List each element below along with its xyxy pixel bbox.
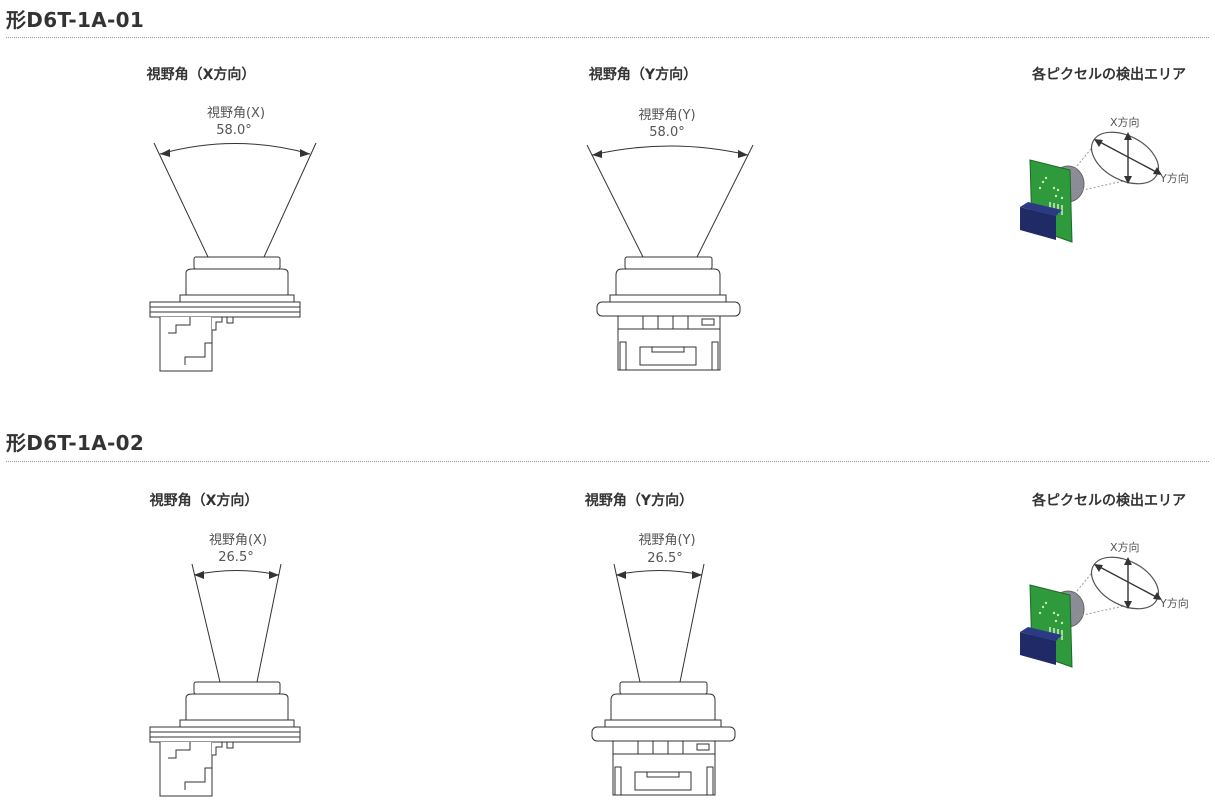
area-y-direction-label: Y方向 (1159, 171, 1189, 185)
y-angle-label: 視野角(Y) (638, 108, 695, 123)
x-direction-caption: 視野角（X方向） (149, 493, 259, 509)
x-direction-caption: 視野角（X方向） (146, 67, 256, 83)
x-angle-label: 視野角(X) (209, 533, 267, 548)
pixel-detection-area-illustration: X方向 Y方向 (1020, 115, 1189, 243)
section-divider (6, 37, 1209, 38)
area-y-direction-label: Y方向 (1159, 596, 1189, 610)
section-divider (6, 461, 1209, 462)
y-field-of-view-diagram: 視野角(Y) 58.0° (586, 108, 754, 371)
x-angle-value: 58.0° (216, 123, 251, 138)
pixel-detection-area-illustration: X方向 Y方向 (1020, 540, 1189, 668)
detection-area-caption: 各ピクセルの検出エリア (1032, 493, 1186, 509)
x-angle-value: 26.5° (218, 550, 253, 565)
y-angle-value: 26.5° (647, 551, 682, 566)
y-angle-value: 58.0° (649, 125, 684, 140)
area-x-direction-label: X方向 (1110, 540, 1140, 554)
area-x-direction-label: X方向 (1110, 115, 1140, 129)
y-direction-caption: 視野角（Y方向） (584, 493, 694, 509)
x-angle-label: 視野角(X) (207, 106, 265, 121)
y-field-of-view-diagram: 視野角(Y) 26.5° (591, 533, 736, 796)
y-direction-caption: 視野角（Y方向） (588, 67, 698, 83)
y-angle-label: 視野角(Y) (638, 533, 695, 548)
detection-area-caption: 各ピクセルの検出エリア (1032, 67, 1186, 83)
x-field-of-view-diagram: 視野角(X) 26.5° (149, 533, 301, 797)
model-title: 形D6T-1A-01 (6, 8, 145, 32)
model-title: 形D6T-1A-02 (6, 431, 145, 455)
x-field-of-view-diagram: 視野角(X) 58.0° (149, 106, 317, 372)
